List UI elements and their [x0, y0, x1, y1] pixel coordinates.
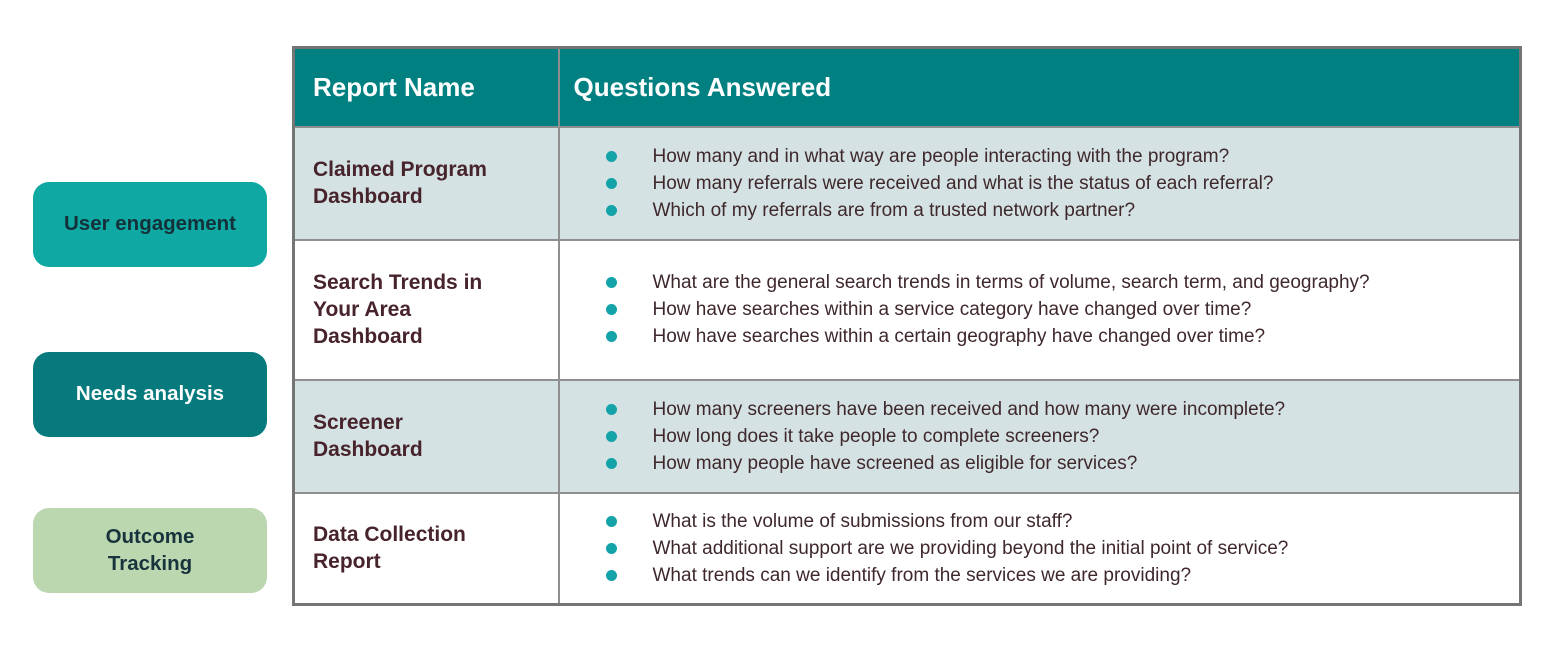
questions-cell: What are the general search trends in te… [557, 238, 1522, 381]
category-badge-user-engagement: User engagement [33, 182, 267, 267]
question-text: How long does it take people to complete… [652, 425, 1100, 447]
questions-list: How many screeners have been received an… [560, 396, 1520, 477]
question-text: How many people have screened as eligibl… [652, 452, 1138, 474]
report-name: Screener Dashboard [292, 378, 560, 494]
table-row-data-collection-report: Data Collection Report What is the volum… [292, 491, 1522, 606]
question-item: Which of my referrals are from a trusted… [605, 197, 1510, 224]
questions-list: What are the general search trends in te… [560, 269, 1520, 350]
bullet-icon [605, 515, 617, 527]
bullet-icon [605, 304, 617, 315]
questions-cell: What is the volume of submissions from o… [557, 491, 1522, 606]
column-header-report-name: Report Name [292, 46, 560, 128]
bullet-icon [605, 277, 617, 288]
bullet-icon [605, 204, 617, 216]
report-name: Claimed Program Dashboard [292, 125, 560, 241]
table-row-search-trends-dashboard: Search Trends in Your Area Dashboard Wha… [292, 238, 1522, 381]
category-label: Needs analysis [75, 382, 225, 406]
question-text: What additional support are we providing… [652, 537, 1289, 559]
reports-table: Report Name Questions Answered Claimed P… [292, 46, 1522, 606]
report-name: Search Trends in Your Area Dashboard [292, 238, 560, 381]
column-header-questions-answered: Questions Answered [557, 46, 1522, 128]
question-item: How many people have screened as eligibl… [605, 450, 1510, 477]
table-row-screener-dashboard: Screener Dashboard How many screeners ha… [292, 378, 1522, 494]
question-item: What trends can we identify from the ser… [605, 562, 1510, 589]
question-item: How long does it take people to complete… [605, 423, 1510, 450]
question-text: What are the general search trends in te… [652, 272, 1370, 293]
bullet-icon [605, 331, 617, 342]
question-item: What are the general search trends in te… [605, 269, 1510, 296]
question-text: Which of my referrals are from a trusted… [652, 199, 1136, 221]
question-text: How many referrals were received and wha… [652, 172, 1274, 194]
bullet-icon [605, 457, 617, 469]
category-label: Outcome Tracking [105, 524, 195, 575]
bullet-icon [605, 403, 617, 415]
questions-list: How many and in what way are people inte… [560, 143, 1520, 224]
table-row-claimed-program-dashboard: Claimed Program Dashboard How many and i… [292, 125, 1522, 241]
category-badge-needs-analysis: Needs analysis [33, 352, 267, 437]
question-text: What is the volume of submissions from o… [652, 510, 1073, 532]
questions-cell: How many and in what way are people inte… [557, 125, 1522, 241]
question-item: What is the volume of submissions from o… [605, 508, 1510, 535]
questions-list: What is the volume of submissions from o… [560, 508, 1520, 589]
bullet-icon [605, 177, 617, 189]
category-label: User engagement [63, 212, 237, 236]
question-text: What trends can we identify from the ser… [652, 564, 1192, 586]
table-header-row: Report Name Questions Answered [292, 46, 1522, 128]
bullet-icon [605, 150, 617, 162]
question-item: How have searches within a certain geogr… [605, 323, 1510, 350]
bullet-icon [605, 430, 617, 442]
question-item: What additional support are we providing… [605, 535, 1510, 562]
report-name: Data Collection Report [292, 491, 560, 606]
category-badge-outcome-tracking: Outcome Tracking [33, 508, 267, 593]
question-text: How many and in what way are people inte… [652, 145, 1230, 167]
question-text: How have searches within a service categ… [652, 299, 1252, 320]
bullet-icon [605, 542, 617, 554]
question-item: How many screeners have been received an… [605, 396, 1510, 423]
question-item: How many and in what way are people inte… [605, 143, 1510, 170]
questions-cell: How many screeners have been received an… [557, 378, 1522, 494]
question-item: How have searches within a service categ… [605, 296, 1510, 323]
question-item: How many referrals were received and wha… [605, 170, 1510, 197]
question-text: How have searches within a certain geogr… [652, 326, 1266, 347]
bullet-icon [605, 569, 617, 581]
question-text: How many screeners have been received an… [652, 398, 1286, 420]
